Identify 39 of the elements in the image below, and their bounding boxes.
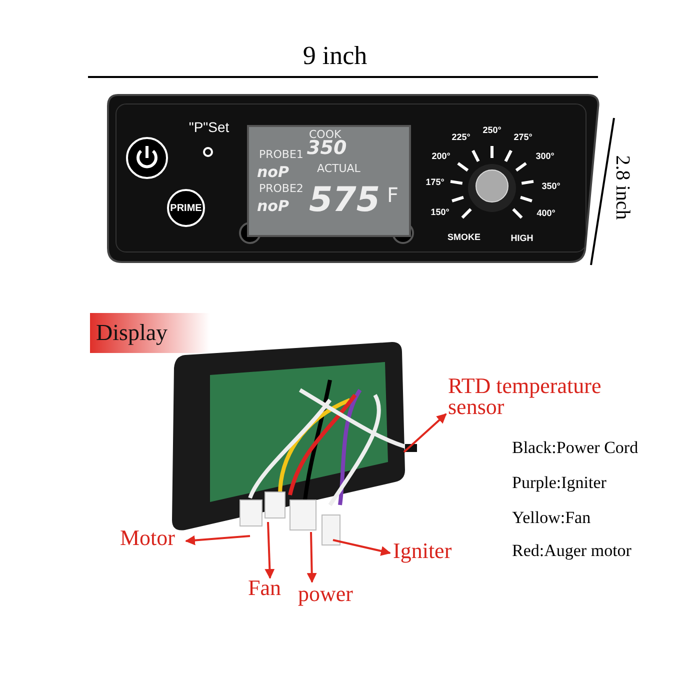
dial-label: 350° [542, 180, 560, 191]
section-banner: Display [90, 313, 210, 353]
screen-reading: 350 [307, 139, 347, 158]
screen-label: PROBE2 [259, 183, 304, 194]
callout-label: RTD temperature sensor [448, 376, 638, 418]
callout-label: Fan [248, 578, 281, 599]
callout-label: Igniter [393, 541, 452, 562]
dial-label: 275° [514, 132, 532, 142]
dial-label: 300° [536, 150, 554, 161]
callout-label: Motor [120, 528, 175, 549]
wire-color-note: Yellow:Fan [512, 508, 591, 528]
dial-label: HIGH [510, 232, 534, 243]
wire-color-note: Red:Auger motor [512, 540, 632, 561]
dial-label: 250° [482, 124, 502, 135]
dial-label: SMOKE [448, 232, 480, 242]
lcd-screen [247, 125, 411, 237]
screen-label: F [387, 185, 399, 205]
leader-line [403, 413, 447, 453]
wire-color-note: Black:Power Cord [512, 438, 638, 458]
dimension-label: 2.8 inch [610, 155, 634, 220]
dial-label: 225° [452, 132, 470, 142]
screen-reading: noP [257, 199, 289, 214]
dial-label: 200° [432, 150, 450, 161]
wire-color-note: Purple:Igniter [512, 472, 606, 493]
leader-line [185, 535, 250, 546]
screen-label: PROBE1 [259, 149, 304, 160]
dimension-label: 9 inch [302, 41, 368, 72]
leader-line [264, 522, 275, 579]
screen-reading: noP [257, 165, 289, 180]
dial-label: 150° [430, 206, 450, 217]
screen-label: ACTUAL [317, 163, 360, 174]
leader-line [332, 539, 391, 556]
screen-reading: 575 [309, 183, 380, 217]
screen-label: COOK [309, 129, 342, 140]
dial-label: 400° [536, 208, 556, 218]
dial-label: 175° [426, 176, 444, 187]
callout-label: power [298, 584, 353, 605]
button-label: "P"Set [188, 118, 230, 135]
leader-line [306, 532, 317, 583]
